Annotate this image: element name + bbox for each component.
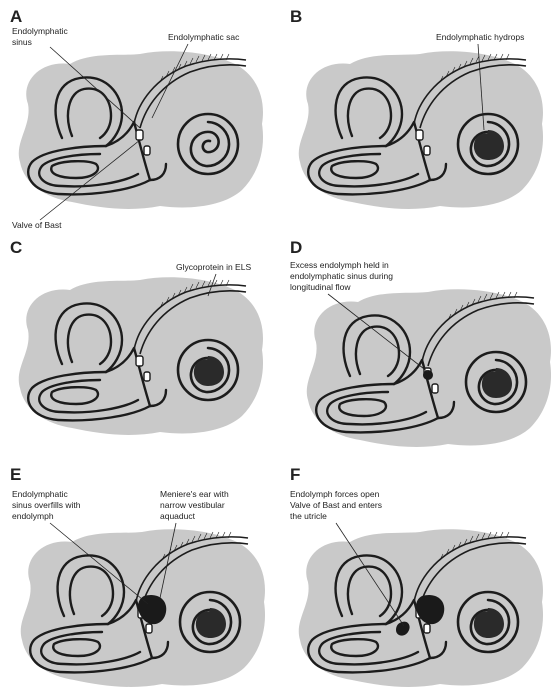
label-endolymphatic-sinus-line2: sinus [12, 37, 32, 47]
label-valve-of-bast: Valve of Bast [12, 220, 62, 230]
label-overfill-line1: Endolymphatic [12, 489, 69, 499]
ear-illustration-c [19, 277, 263, 435]
label-endolymphatic-hydrops: Endolymphatic hydrops [436, 32, 524, 42]
panel-letter-c: C [10, 238, 22, 257]
label-overfill-line2: sinus overfills with [12, 500, 81, 510]
label-meniere-line1: Meniere's ear with [160, 489, 229, 499]
panel-e: E Endolymphatic sinus overfills with end… [10, 465, 265, 687]
label-endolymphatic-sac: Endolymphatic sac [168, 32, 240, 42]
label-forces-line3: the utricle [290, 511, 327, 521]
ear-illustration-e [21, 529, 265, 687]
ear-illustration-f [299, 529, 543, 687]
panel-d: D Excess endolymph held in endolymphatic… [290, 238, 551, 447]
ear-illustration-d [307, 289, 551, 447]
panel-b: B Endolymphatic hydrops [290, 7, 543, 209]
panel-letter-e: E [10, 465, 21, 484]
label-forces-line1: Endolymph forces open [290, 489, 380, 499]
label-endolymphatic-sinus-line1: Endolymphatic [12, 26, 69, 36]
ear-illustration-a [19, 51, 263, 209]
panel-f: F Endolymph forces open Valve of Bast an… [290, 465, 543, 687]
panel-letter-f: F [290, 465, 300, 484]
panel-letter-d: D [290, 238, 302, 257]
panel-a: A Endolymphatic sinus Endolymphatic sac … [10, 7, 263, 230]
label-excess-line1: Excess endolymph held in [290, 260, 389, 270]
label-glycoprotein: Glycoprotein in ELS [176, 262, 251, 272]
panel-letter-b: B [290, 7, 302, 26]
ear-illustration-b [299, 51, 543, 209]
label-meniere-line2: narrow vestibular [160, 500, 225, 510]
panel-c: C Glycoprotein in ELS [10, 238, 263, 435]
label-excess-line2: endolymphatic sinus during [290, 271, 393, 281]
label-excess-line3: longitudinal flow [290, 282, 351, 292]
label-forces-line2: Valve of Bast and enters [290, 500, 382, 510]
label-meniere-line3: aquaduct [160, 511, 196, 521]
label-overfill-line3: endolymph [12, 511, 54, 521]
panel-letter-a: A [10, 7, 22, 26]
